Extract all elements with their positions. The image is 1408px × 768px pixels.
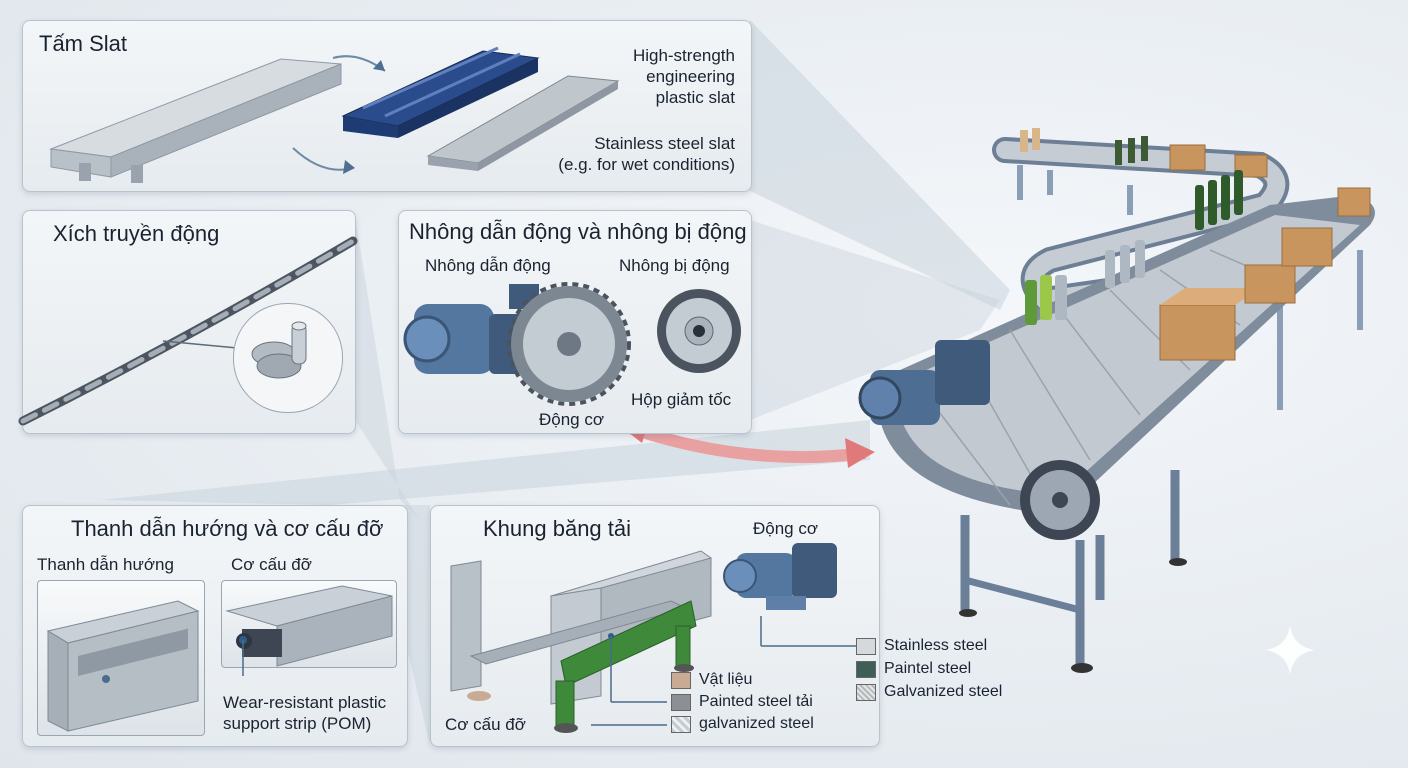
drive-sprocket-label: Nhông dẫn động	[425, 256, 551, 275]
slat-panel: Tấm Slat High-strength engineering plast…	[22, 20, 752, 192]
frame-material-swatch	[671, 671, 691, 689]
frame-material-row: Vật liệu	[671, 670, 752, 690]
driven-sprocket-label: Nhông bị động	[619, 256, 730, 275]
frame-material-row: Painted steel tải	[671, 692, 813, 712]
stainless-slat-label-line: Stainless steel slat	[594, 134, 735, 153]
stainless-slat-label: Stainless steel slat (e.g. for wet condi…	[558, 133, 735, 175]
plastic-slat-label-line: plastic slat	[655, 88, 735, 107]
sparkle-icon	[1265, 625, 1315, 675]
chain-panel: Xích truyền động	[18, 210, 358, 434]
strip-callout-line	[239, 636, 247, 676]
support-label: Cơ cấu đỡ	[231, 555, 312, 574]
guide-support-panel: Thanh dẫn hướng và cơ cấu đỡ Thanh dẫn h…	[22, 505, 408, 747]
chain-panel-title: Xích truyền động	[53, 221, 220, 246]
frame-material-label: Vật liệu	[699, 671, 753, 688]
plastic-slat-label-line: engineering	[646, 67, 735, 86]
frame-material-swatch	[671, 693, 691, 711]
plastic-slat-label-line: High-strength	[632, 46, 735, 65]
driven-sprocket-illustration	[657, 289, 741, 373]
conveyor-frame-illustration	[450, 550, 713, 733]
frame-panel-title: Khung băng tải	[483, 516, 632, 541]
frame-material-label: Painted steel tải	[699, 693, 813, 710]
support-strip-label-line: support strip (POM)	[223, 714, 372, 733]
guide-support-panel-title: Thanh dẫn hướng và cơ cấu đỡ	[71, 516, 384, 541]
chain-link-icon	[251, 321, 307, 379]
stainless-slat-illustration	[426, 75, 620, 171]
legend-item-galvanized: Galvanized steel	[856, 682, 1002, 702]
frame-material-label: galvanized steel	[699, 715, 814, 732]
frame-panel: Khung băng tải Động cơ Cơ cấu đỡ Vật liệ…	[430, 505, 880, 747]
plastic-slat-label: High-strength engineering plastic slat	[633, 45, 735, 108]
support-strip-label: Wear-resistant plastic support strip (PO…	[223, 692, 386, 734]
legend-item-painted: Paintel steel	[856, 659, 971, 679]
legend-swatch-painted	[856, 660, 876, 678]
legend-label: Paintel steel	[884, 660, 972, 677]
frame-callout-lines	[591, 616, 856, 726]
support-inset	[221, 580, 397, 668]
frame-motor-label: Động cơ	[753, 519, 819, 538]
guide-rail-label: Thanh dẫn hướng	[37, 555, 174, 574]
frame-motor-illustration	[723, 543, 837, 610]
guide-rail-inset	[37, 580, 205, 736]
stainless-slat-label-line: (e.g. for wet conditions)	[558, 155, 735, 174]
sprocket-panel: Nhông dẫn động và nhông bị động Nhông dẫ…	[398, 210, 752, 434]
legend-label: Stainless steel	[884, 637, 988, 654]
legend-swatch-galvanized	[856, 683, 876, 701]
frame-material-swatch	[671, 715, 691, 733]
motor-label: Động cơ	[539, 410, 605, 429]
motor-and-drive-sprocket-illustration	[403, 282, 631, 406]
curved-arrows	[292, 55, 386, 174]
guide-rail-illustration	[46, 600, 200, 732]
sprocket-panel-title: Nhông dẫn động và nhông bị động	[409, 219, 747, 244]
support-strip-label-line: Wear-resistant plastic	[223, 693, 387, 712]
slat-panel-title: Tấm Slat	[39, 31, 128, 56]
frame-support-label: Cơ cấu đỡ	[445, 715, 526, 734]
support-illustration	[225, 585, 393, 667]
chain-link-detail	[233, 303, 343, 413]
gearbox-label: Hộp giảm tốc	[631, 390, 732, 409]
legend-label: Galvanized steel	[884, 683, 1003, 700]
aluminum-slat-illustration	[49, 58, 342, 183]
frame-material-row: galvanized steel	[671, 714, 814, 734]
legend-item-stainless: Stainless steel	[856, 636, 987, 656]
legend-swatch-stainless	[856, 637, 876, 655]
plastic-slat-illustration	[341, 46, 540, 138]
